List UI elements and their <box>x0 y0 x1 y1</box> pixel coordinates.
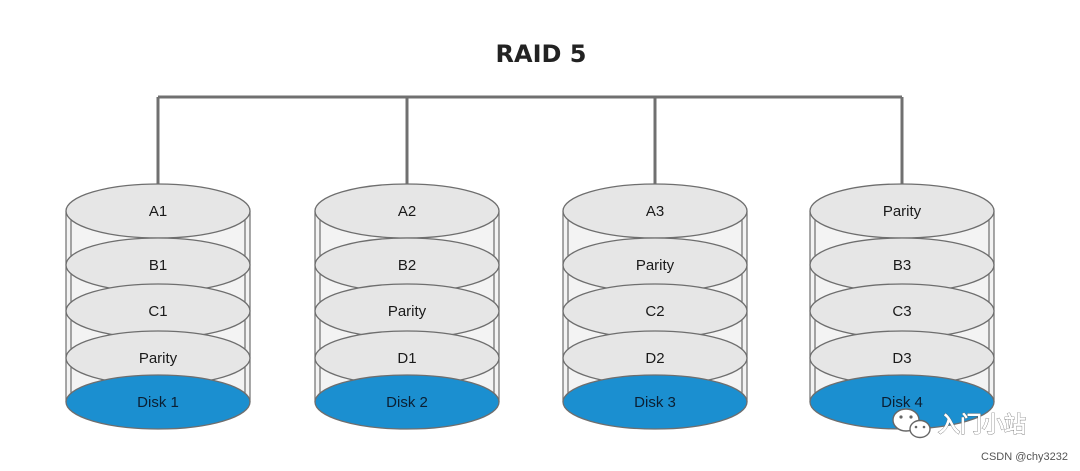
wechat-icon <box>892 408 931 439</box>
block-1-1: A1 <box>65 183 251 239</box>
platter-label: B3 <box>893 257 911 274</box>
controller-bus <box>156 95 904 186</box>
platter-label: D1 <box>397 350 416 367</box>
platter-label: C3 <box>892 303 911 320</box>
block-3-4: D2 <box>562 330 748 386</box>
block-2-2: B2 <box>314 237 500 293</box>
block-2-4: D1 <box>314 330 500 386</box>
watermark-credit: CSDN @chy3232 <box>981 451 1068 463</box>
platter-label: D2 <box>645 350 664 367</box>
platter-label: Disk 1 <box>137 394 179 411</box>
watermark: 入门小站 CSDN @chy3232 <box>892 408 1068 463</box>
platter-label: Parity <box>883 203 922 220</box>
platter-label: A1 <box>149 203 167 220</box>
watermark-brand: 入门小站 <box>938 412 1026 438</box>
platter-shape <box>65 374 251 430</box>
block-2-1: A2 <box>314 183 500 239</box>
disk-label-1: Disk 1 <box>65 374 251 430</box>
block-4-3: C3 <box>809 283 995 339</box>
platter-shape <box>314 374 500 430</box>
disk-label-3: Disk 3 <box>562 374 748 430</box>
diagram-title: RAID 5 <box>496 40 587 68</box>
platter-label: Parity <box>139 350 178 367</box>
block-2-3: Parity <box>314 283 500 339</box>
platter-shape <box>562 374 748 430</box>
block-1-2: B1 <box>65 237 251 293</box>
platter-label: Disk 4 <box>881 394 923 411</box>
platter-label: Disk 2 <box>386 394 428 411</box>
platter-label: Parity <box>388 303 427 320</box>
platter-label: B2 <box>398 257 416 274</box>
platter-label: Disk 3 <box>634 394 676 411</box>
platter-label: C2 <box>645 303 664 320</box>
block-1-4: Parity <box>65 330 251 386</box>
platter-label: Parity <box>636 257 675 274</box>
platter-label: A3 <box>646 203 664 220</box>
block-4-2: B3 <box>809 237 995 293</box>
platter-label: D3 <box>892 350 911 367</box>
block-3-2: Parity <box>562 237 748 293</box>
block-3-1: A3 <box>562 183 748 239</box>
block-3-3: C2 <box>562 283 748 339</box>
block-1-3: C1 <box>65 283 251 339</box>
disk-label-2: Disk 2 <box>314 374 500 430</box>
block-4-1: Parity <box>809 183 995 239</box>
platter-label: C1 <box>148 303 167 320</box>
platter-label: B1 <box>149 257 167 274</box>
platter-label: A2 <box>398 203 416 220</box>
